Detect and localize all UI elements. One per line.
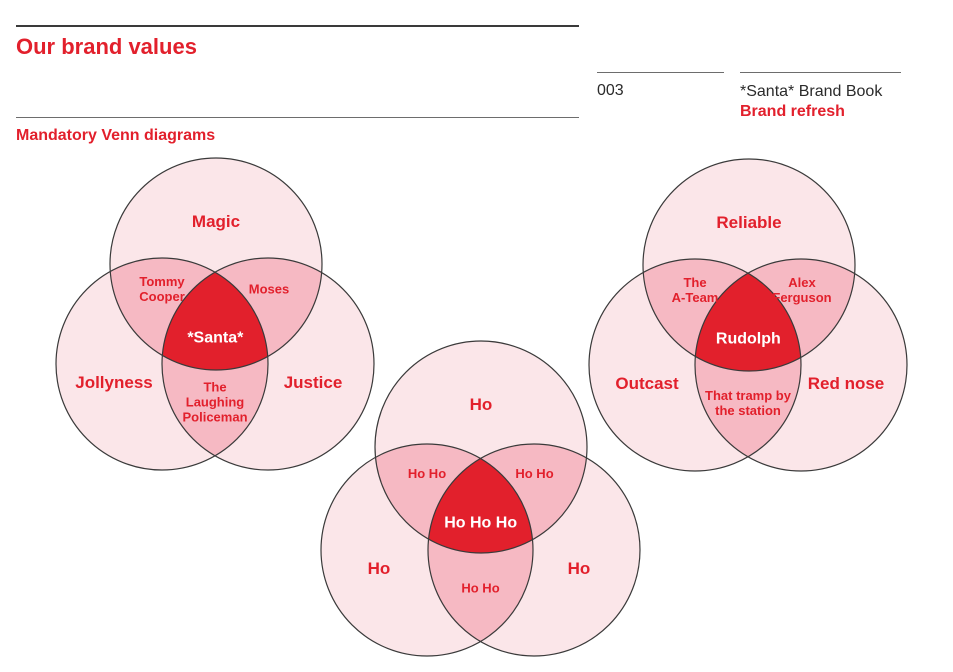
header-top-rule — [16, 25, 579, 27]
venn-circle-outline — [161, 257, 375, 471]
header-bottom-rule — [16, 117, 579, 118]
venn-label-left: Outcast — [615, 374, 679, 393]
venn-label-left: Jollyness — [75, 373, 153, 392]
page-number-rule — [597, 72, 724, 73]
page-number: 003 — [597, 82, 624, 99]
venn-label-top: Ho — [470, 395, 493, 414]
venn-label-center: Rudolph — [716, 330, 781, 347]
venn-center-intersection — [162, 258, 268, 370]
venn-center-intersection — [428, 444, 533, 553]
venn-label-top: Reliable — [716, 213, 781, 232]
venn-label-center: *Santa* — [187, 329, 244, 346]
venn-label-bottom: the station — [715, 403, 781, 418]
venn-label-top-left: The — [683, 275, 706, 290]
venn-label-top-right: Alex — [788, 275, 816, 290]
venn-label-right: Ho — [568, 559, 591, 578]
venn-label-top-right: Ho Ho — [515, 466, 553, 481]
venn-center-intersection — [695, 259, 801, 371]
venn-label-top-right: Moses — [249, 282, 289, 297]
venn-label-top-left: Cooper — [139, 289, 185, 304]
venn-label-center: Ho Ho Ho — [444, 514, 517, 531]
venn-label-top-left: A-Team — [672, 290, 719, 305]
venn-circle-outline — [588, 258, 802, 472]
venn-label-top-left: Ho Ho — [408, 466, 446, 481]
venn-label-top-right: Ferguson — [772, 290, 831, 305]
venn-circle-outline — [55, 257, 269, 471]
book-subtitle: Brand refresh — [740, 103, 845, 120]
book-name-rule — [740, 72, 901, 73]
venn-label-bottom: Ho Ho — [461, 581, 499, 596]
venn-label-bottom: Policeman — [182, 410, 247, 425]
venn-circle-outline — [642, 158, 856, 372]
venn-label-top: Magic — [192, 212, 240, 231]
section-subtitle: Mandatory Venn diagrams — [16, 127, 216, 144]
venn-circle-outline — [109, 157, 323, 371]
venn-label-right: Red nose — [808, 374, 885, 393]
venn-circle-outline — [427, 443, 641, 657]
venn-circle-outline — [374, 340, 588, 554]
venn-label-bottom: Laughing — [186, 395, 245, 410]
book-name: *Santa* Brand Book — [740, 83, 883, 100]
venn-circle-outline — [320, 443, 534, 657]
page-title: Our brand values — [16, 34, 197, 59]
venn-circle-outline — [694, 258, 908, 472]
venn-label-left: Ho — [368, 559, 391, 578]
venn-label-bottom: The — [203, 380, 226, 395]
venn-label-right: Justice — [284, 373, 343, 392]
venn-label-top-left: Tommy — [139, 274, 185, 289]
venn-label-bottom: That tramp by — [705, 388, 792, 403]
